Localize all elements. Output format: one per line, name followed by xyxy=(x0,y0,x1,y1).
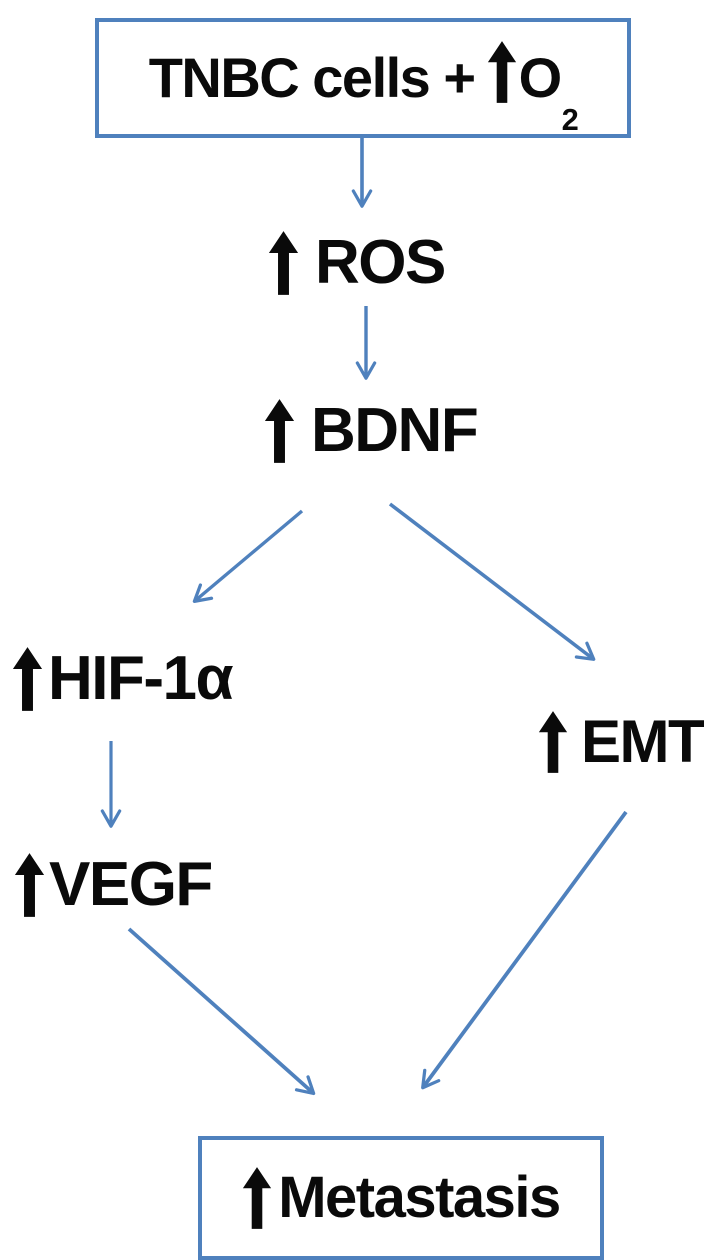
ros-label: ROS xyxy=(315,228,446,297)
hif1a-label: HIF-1α xyxy=(48,644,234,713)
vegf-label: VEGF xyxy=(49,850,213,919)
edge-bdnf-to-hif1a xyxy=(192,509,304,604)
emt-label: EMT xyxy=(581,708,705,775)
up-arrow-icon xyxy=(264,399,295,463)
up-arrow-icon xyxy=(14,853,45,917)
node-tnbc-cells: TNBC cells + O 2 xyxy=(95,18,631,138)
up-arrow-icon xyxy=(12,647,43,711)
node-bdnf: BDNF xyxy=(264,396,479,465)
node-hif1a: HIF-1α xyxy=(12,644,234,713)
up-arrow-icon xyxy=(243,1167,272,1229)
up-arrow-icon xyxy=(538,711,568,773)
up-arrow-icon xyxy=(487,41,516,103)
edge-bdnf-to-emt xyxy=(388,502,596,661)
tnbc-gas-label: O xyxy=(518,46,563,109)
node-ros: ROS xyxy=(268,228,446,297)
node-emt: EMT xyxy=(538,708,705,775)
metastasis-label: Metastasis xyxy=(278,1165,561,1230)
edge-vegf-to-metastasis xyxy=(127,927,316,1096)
bdnf-label: BDNF xyxy=(311,396,479,465)
up-arrow-icon xyxy=(268,231,299,295)
tnbc-gas-subscript: 2 xyxy=(561,102,579,138)
edge-emt-to-metastasis xyxy=(421,810,628,1090)
node-metastasis: Metastasis xyxy=(198,1136,604,1260)
node-vegf: VEGF xyxy=(14,850,213,919)
tnbc-label: TNBC cells + xyxy=(148,46,476,109)
